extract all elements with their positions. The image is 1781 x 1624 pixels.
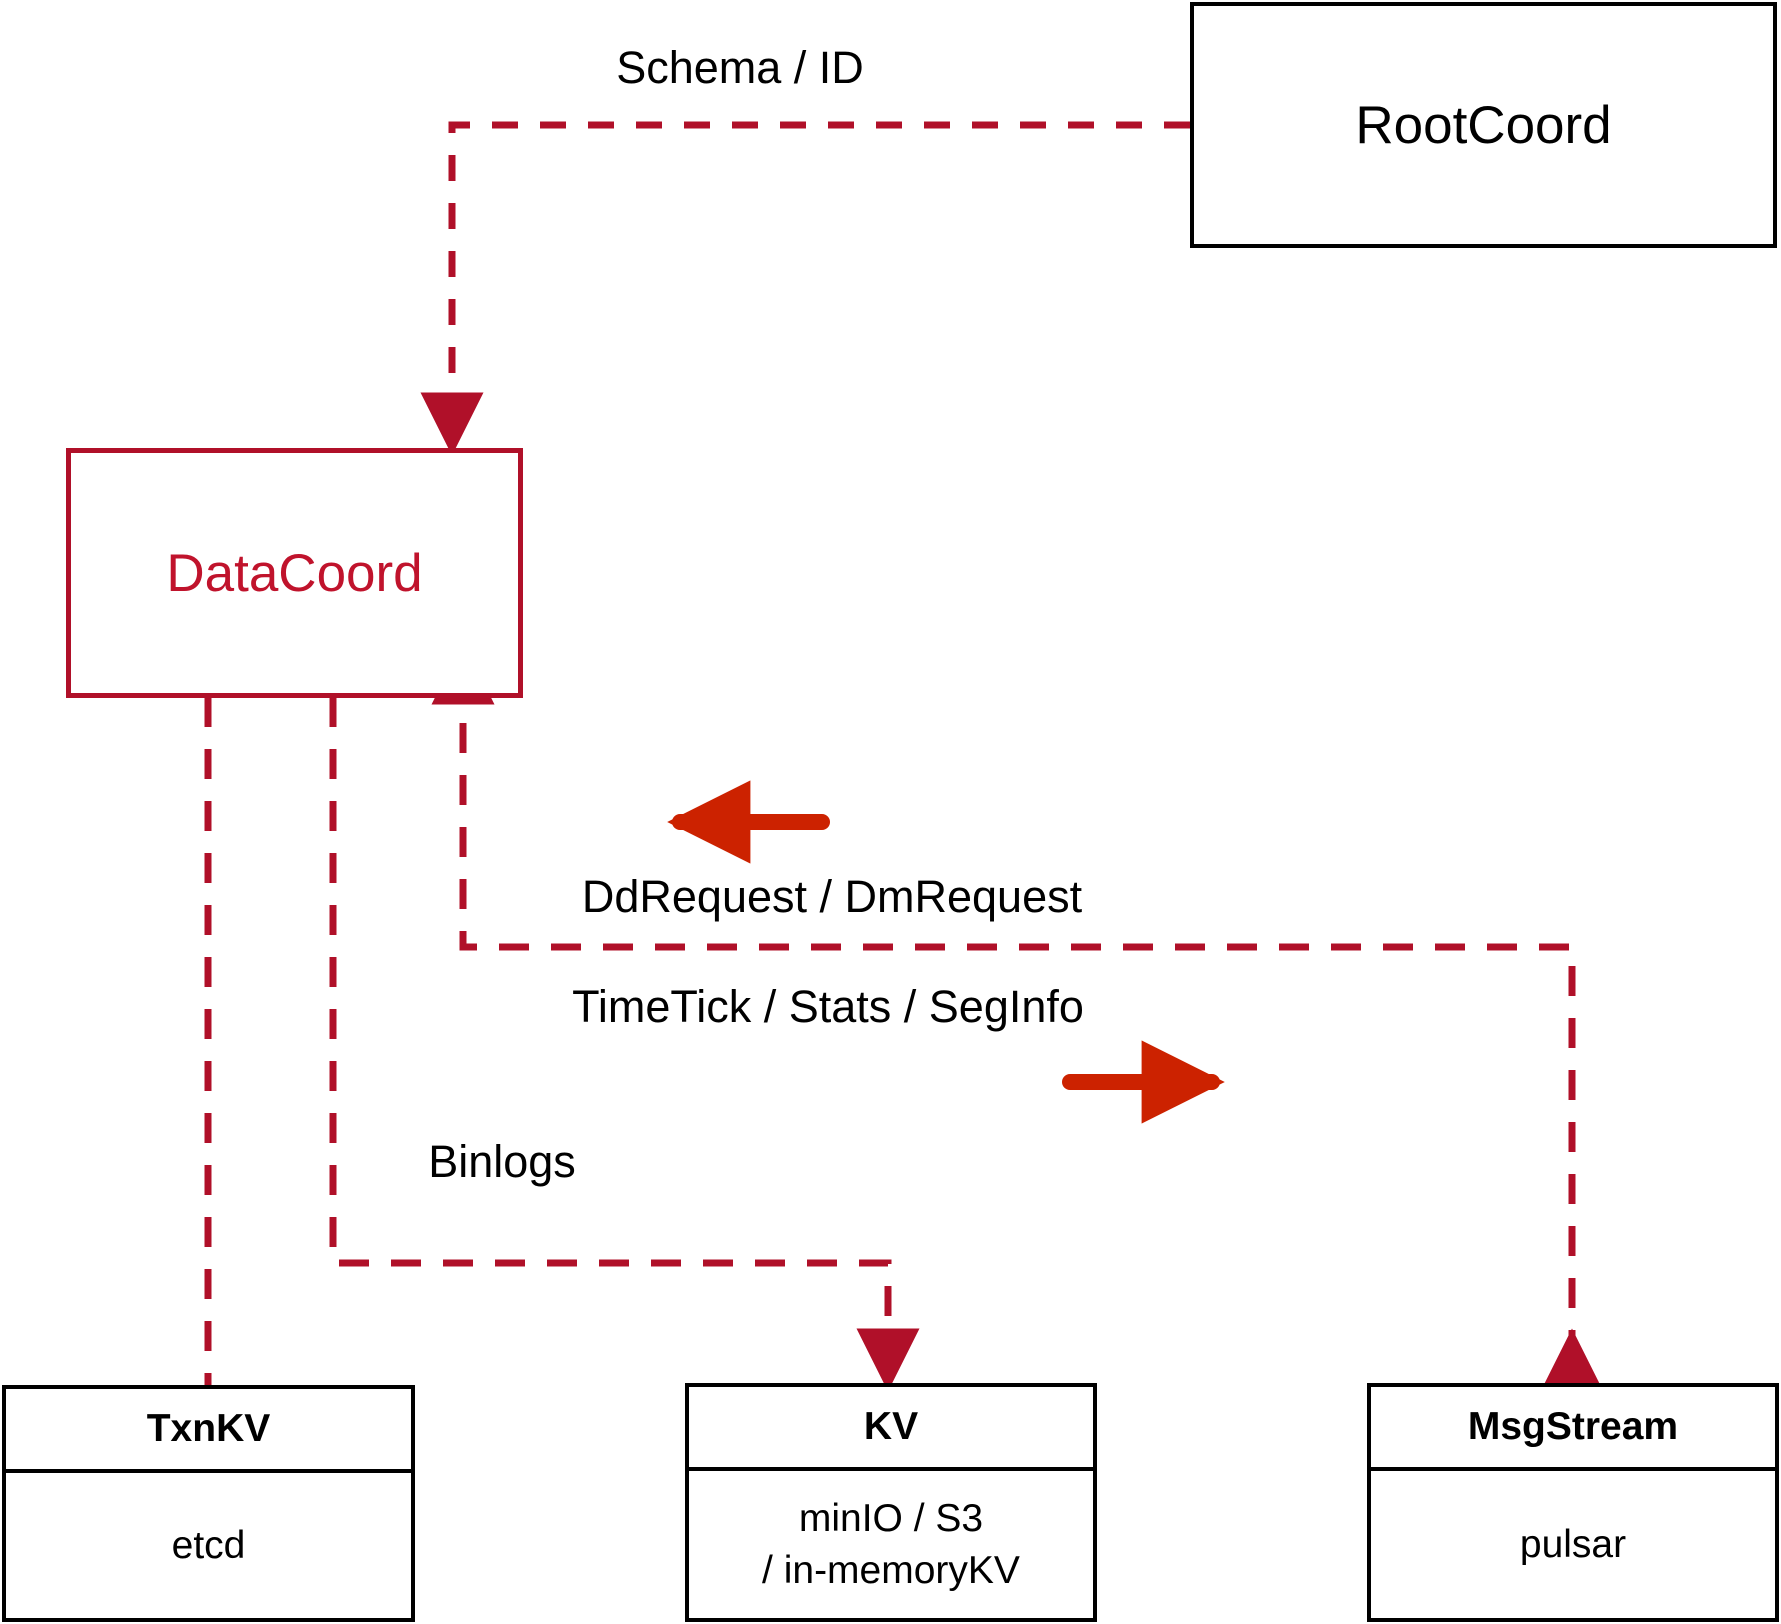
edge-label-schema-id: Schema / ID	[616, 42, 864, 93]
node-datacoord[interactable]: DataCoord	[66, 448, 523, 698]
node-kv-title: KV	[689, 1387, 1093, 1471]
edge-label-ddrequest: DdRequest / DmRequest	[581, 871, 1083, 922]
node-msgstream-title: MsgStream	[1371, 1387, 1775, 1471]
edge-schema-id	[420, 121, 1190, 456]
node-msgstream[interactable]: MsgStream pulsar	[1367, 1383, 1779, 1622]
node-txnkv[interactable]: TxnKV etcd	[2, 1385, 415, 1622]
node-txnkv-body-line1: etcd	[171, 1523, 246, 1567]
node-kv[interactable]: KV minIO / S3 / in-memoryKV	[685, 1383, 1097, 1622]
node-msgstream-body-line1: pulsar	[1519, 1522, 1627, 1566]
node-txnkv-body: etcd	[6, 1473, 411, 1618]
node-txnkv-title: TxnKV	[6, 1389, 411, 1473]
node-msgstream-body: pulsar	[1371, 1471, 1775, 1618]
edge-label-binlogs: Binlogs	[428, 1136, 576, 1187]
node-kv-body-line2: / in-memoryKV	[762, 1548, 1020, 1592]
node-kv-body-line1: minIO / S3	[798, 1497, 984, 1541]
node-datacoord-label: DataCoord	[166, 543, 423, 603]
node-rootcoord-label: RootCoord	[1355, 95, 1612, 155]
node-rootcoord[interactable]: RootCoord	[1190, 2, 1777, 248]
node-kv-body: minIO / S3 / in-memoryKV	[689, 1471, 1093, 1618]
edge-label-timetick: TimeTick / Stats / SegInfo	[572, 981, 1084, 1032]
